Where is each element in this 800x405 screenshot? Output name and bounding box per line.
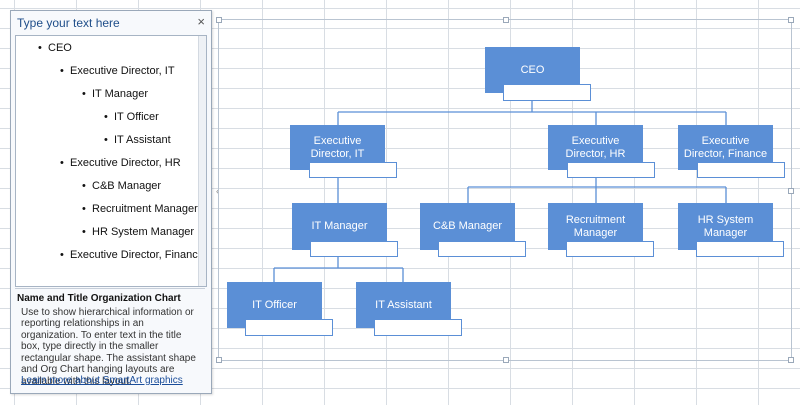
resize-handle-bottom-right[interactable] [788, 357, 794, 363]
text-pane-scrollbar[interactable] [198, 36, 206, 286]
org-node-title-box[interactable] [697, 162, 785, 178]
org-node-title-box[interactable] [310, 241, 398, 257]
org-node-title-box[interactable] [309, 162, 397, 178]
bullet-item-ceo[interactable]: CEO [38, 38, 72, 58]
resize-handle-right[interactable] [788, 188, 794, 194]
learn-more-link[interactable]: Learn more about SmartArt graphics [21, 374, 183, 386]
org-node-title-box[interactable] [567, 162, 655, 178]
org-node-title-box[interactable] [438, 241, 526, 257]
org-node-hr-system-manager[interactable]: HR System Manager [678, 203, 773, 250]
bullet-item-ed-finance[interactable]: Executive Director, Finance [60, 245, 204, 265]
bullet-item-ed-it[interactable]: Executive Director, IT [60, 61, 175, 81]
org-node-title-box[interactable] [245, 319, 333, 336]
pane-toggle-handle[interactable]: ‹ [216, 186, 219, 196]
bullet-list-box[interactable]: CEO Executive Director, IT IT Manager IT… [15, 35, 207, 287]
bullet-item-recruitment-manager[interactable]: Recruitment Manager [82, 199, 198, 219]
close-icon[interactable]: × [197, 14, 205, 29]
resize-handle-top-right[interactable] [788, 17, 794, 23]
bullet-item-ed-hr[interactable]: Executive Director, HR [60, 153, 181, 173]
org-node-title-box[interactable] [696, 241, 784, 257]
smartart-text-pane: Type your text here × CEO Executive Dire… [10, 10, 212, 394]
bullet-item-it-manager[interactable]: IT Manager [82, 84, 148, 104]
bullet-item-hr-system-manager[interactable]: HR System Manager [82, 222, 194, 242]
layout-description: Name and Title Organization Chart Use to… [15, 288, 205, 387]
org-node-title-box[interactable] [374, 319, 462, 336]
resize-handle-top[interactable] [503, 17, 509, 23]
layout-description-title: Name and Title Organization Chart [17, 293, 181, 304]
text-pane-title: Type your text here [17, 16, 120, 30]
org-node-title-box[interactable] [503, 84, 591, 101]
resize-handle-top-left[interactable] [216, 17, 222, 23]
org-node-title-box[interactable] [566, 241, 654, 257]
bullet-item-cb-manager[interactable]: C&B Manager [82, 176, 161, 196]
resize-handle-bottom[interactable] [503, 357, 509, 363]
bullet-item-it-officer[interactable]: IT Officer [104, 107, 159, 127]
layout-description-text: Use to show hierarchical information or … [21, 306, 196, 387]
bullet-item-it-assistant[interactable]: IT Assistant [104, 130, 171, 150]
smartart-frame[interactable] [216, 17, 794, 363]
resize-handle-bottom-left[interactable] [216, 357, 222, 363]
